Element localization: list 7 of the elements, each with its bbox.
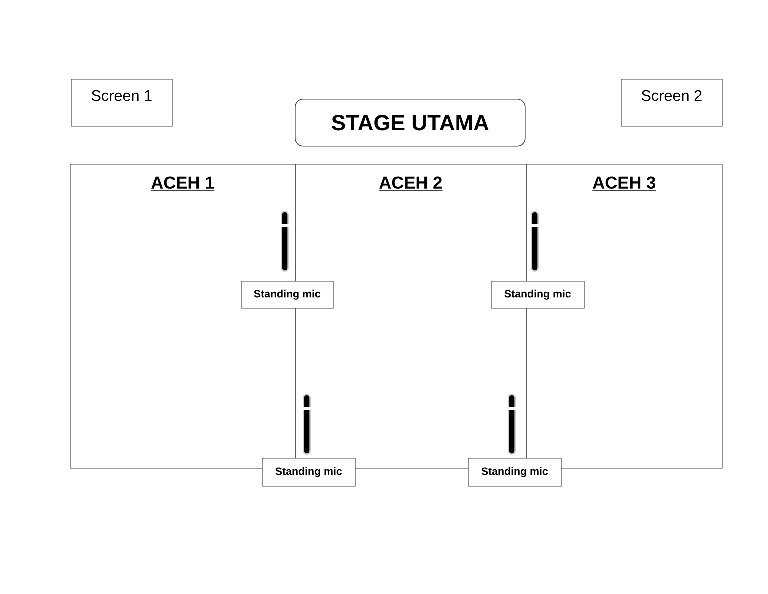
label-box: Standing mic [468,458,562,487]
screen-box: Screen 2 [621,79,723,127]
label-box: Standing mic [491,281,585,309]
label-box: Standing mic [262,458,356,487]
screen-box: Screen 1 [71,79,173,127]
label-box: Standing mic [241,281,334,309]
stage-box: STAGE UTAMA [295,99,526,147]
